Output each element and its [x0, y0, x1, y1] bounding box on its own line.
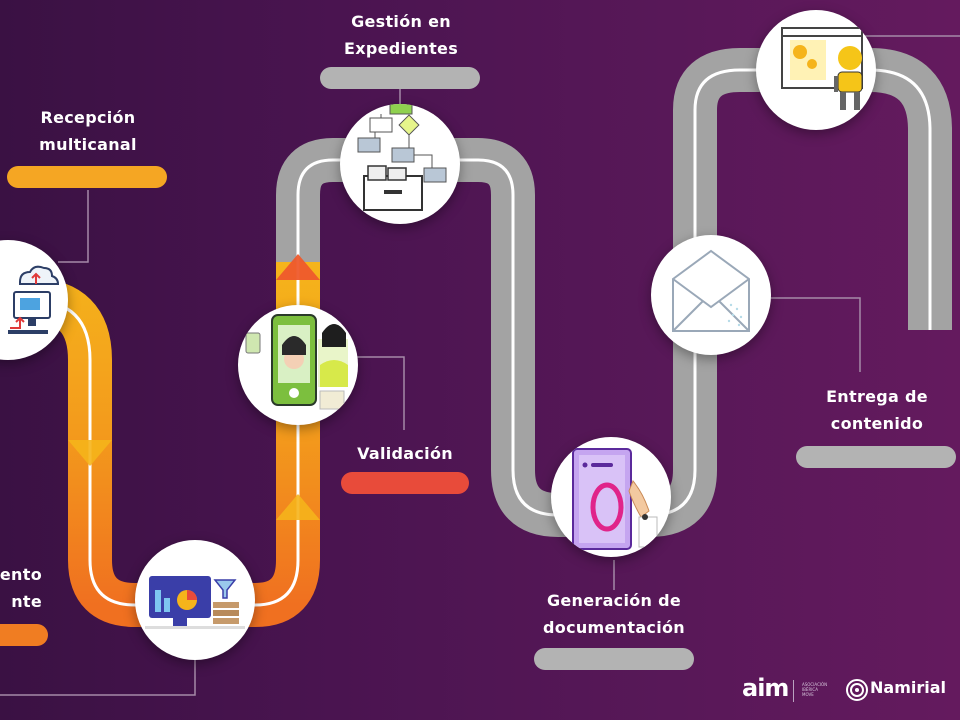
step-bar-generacion: [534, 648, 694, 670]
step-bar-entrega: [796, 446, 956, 468]
step-bar-recepcion: [7, 166, 167, 188]
footer-logos: aim ASOCIACIÓN IBÉRICA MOVE Namirial: [742, 674, 952, 706]
document-signing-icon: [572, 448, 658, 550]
step-label-recepcion: Recepción multicanal: [39, 108, 137, 154]
logo-divider: [793, 680, 794, 702]
step-bar-gestion: [320, 67, 480, 89]
circle-validacion: [238, 305, 358, 425]
circle-generacion: [551, 437, 671, 557]
step-bar-tratamiento: [0, 624, 48, 646]
cloud-upload-monitor-icon: [8, 265, 60, 334]
analytics-dashboard-icon: [145, 576, 245, 629]
circle-recepcion: [0, 240, 68, 360]
circle-analytics: [135, 540, 255, 660]
step-label-tratamiento: ento nte: [0, 565, 42, 611]
robot-automation-icon: [781, 27, 863, 110]
circle-entrega: [651, 235, 771, 355]
identity-verification-phone-icon: [245, 314, 348, 410]
aim-logo-subtitle: ASOCIACIÓN IBÉRICA MOVE: [802, 682, 828, 697]
namirial-logo-mark: [846, 679, 868, 701]
step-bar-validacion: [341, 472, 469, 494]
step-label-generacion: Generación de documentación: [543, 591, 685, 637]
step-label-gestion: Gestión en Expedientes: [343, 12, 459, 58]
envelope-icon: [672, 249, 750, 332]
step-label-entrega: Entrega de contenido: [826, 387, 928, 433]
aim-logo: aim: [742, 674, 789, 702]
circle-gestion: [340, 104, 460, 224]
circle-robot: [756, 10, 876, 130]
step-label-validacion: Validación: [357, 444, 453, 463]
namirial-logo: Namirial: [870, 678, 946, 697]
file-organization-flowchart-icon: [357, 104, 447, 211]
